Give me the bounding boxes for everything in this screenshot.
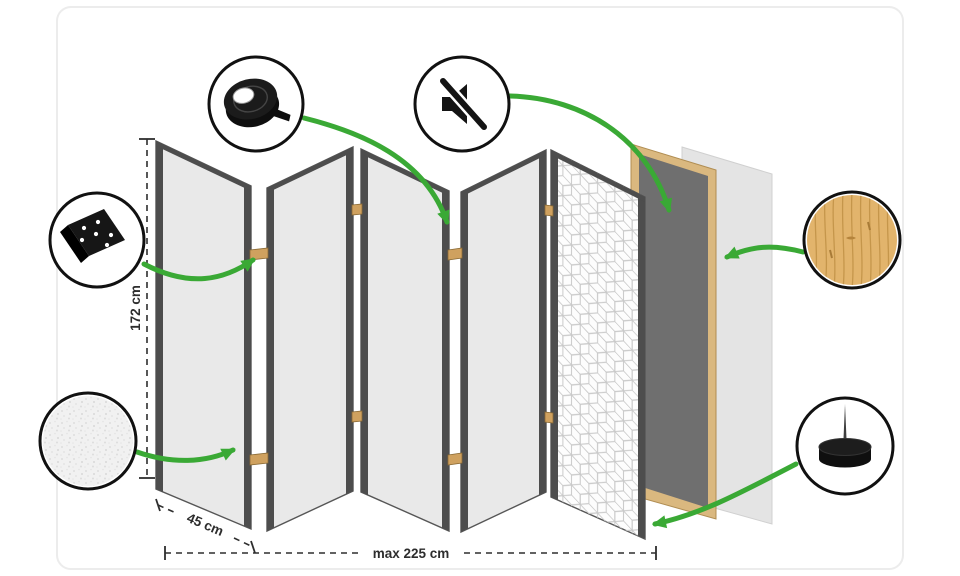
arrow-wood-to-frame <box>724 244 806 260</box>
hinge-connector <box>447 247 463 261</box>
card-border <box>56 6 904 570</box>
panel-2 <box>266 145 354 533</box>
height-label: 172 cm <box>128 285 143 331</box>
arrow-hinge-to-joint <box>141 257 256 282</box>
panel-pattern <box>550 148 646 541</box>
hinge-connector <box>351 410 363 423</box>
hinge-connectors <box>249 203 554 466</box>
folding-panels <box>155 139 646 541</box>
fabric-texture-icon <box>43 396 133 486</box>
hinge-connector <box>544 411 554 424</box>
arrow-pad-to-bottom <box>652 461 799 529</box>
hinge-icon <box>60 209 125 263</box>
panel-4 <box>460 148 547 534</box>
arrow-fabric-to-panel <box>134 447 236 463</box>
callout-arrows <box>134 93 806 529</box>
hinge-connector <box>544 204 554 217</box>
hinge-connector <box>249 452 269 466</box>
callout-wood <box>802 190 902 290</box>
arrow-tape-to-panel <box>301 115 450 225</box>
max-width-dimension: max 225 cm <box>164 546 657 561</box>
speaker-mute-icon <box>437 75 490 133</box>
panel-1 <box>155 139 252 531</box>
hinge-connector <box>249 247 269 261</box>
panel-3 <box>360 147 450 533</box>
hinge-connector <box>447 452 463 466</box>
height-dimension: 172 cm <box>128 138 155 479</box>
panel-core-frame <box>630 143 717 520</box>
hinge-connector <box>351 203 363 216</box>
callout-mute <box>413 55 511 153</box>
callout-pad <box>795 396 895 496</box>
callout-fabric <box>38 391 138 491</box>
arrow-mute-to-core <box>507 93 673 213</box>
geometric-cube-pattern <box>551 150 645 539</box>
core-board <box>639 154 708 508</box>
tape-roll-icon <box>223 78 291 128</box>
callout-tape <box>207 55 305 153</box>
max-width-label: max 225 cm <box>373 546 450 561</box>
callout-hinge <box>48 191 146 289</box>
hinge-screw-holes <box>79 219 114 248</box>
felt-pad-icon <box>818 404 872 468</box>
